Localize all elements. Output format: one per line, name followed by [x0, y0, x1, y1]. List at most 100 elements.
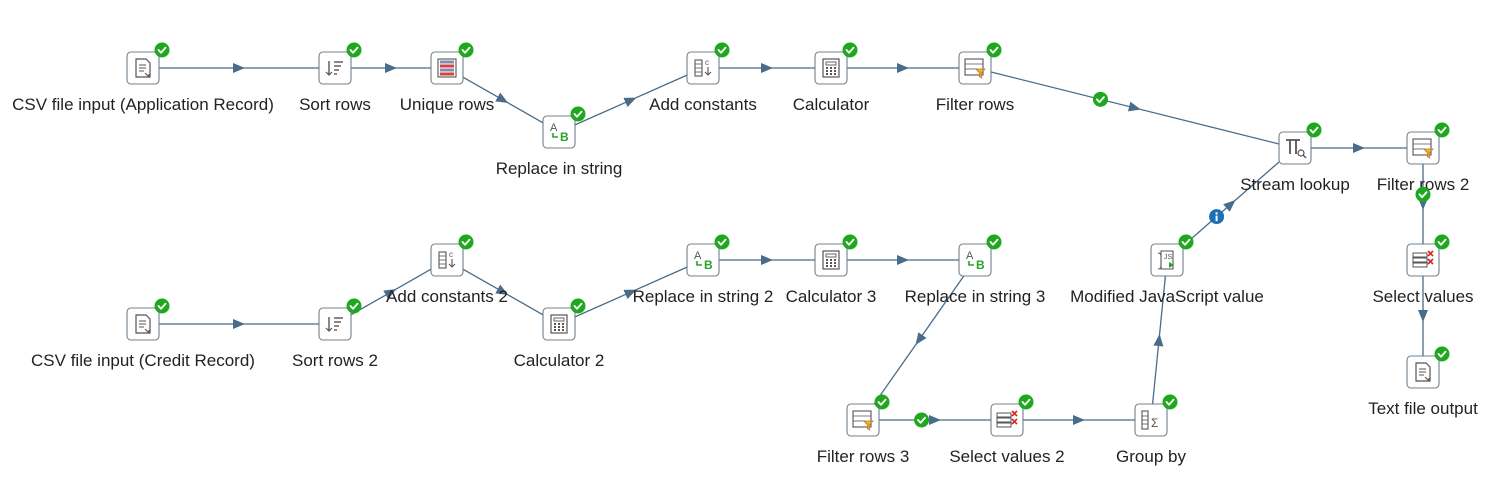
hop-sel1-to-txtout[interactable]	[1418, 276, 1428, 356]
step-success-icon	[154, 298, 170, 314]
step-sel1[interactable]: Select values	[1372, 234, 1474, 307]
hop-repl3-to-filt3[interactable]	[873, 275, 965, 405]
add-constants-icon: c	[438, 250, 456, 269]
hop-sel2-to-grp[interactable]	[1023, 415, 1135, 425]
step-uniq[interactable]: Unique rows	[400, 42, 495, 115]
filter-rows-icon	[1412, 138, 1434, 159]
step-filt3[interactable]: Filter rows 3	[817, 394, 910, 467]
sort-rows-icon	[325, 317, 343, 332]
step-success-icon	[714, 234, 730, 250]
replace-string-icon: AB	[550, 122, 569, 144]
hop-success-icon	[1092, 91, 1108, 107]
hop-success-icon	[1415, 186, 1431, 202]
hop-sort1-to-uniq[interactable]	[351, 63, 431, 73]
unique-rows-icon	[437, 58, 457, 78]
step-calc1[interactable]: Calculator	[793, 42, 870, 115]
select-values-icon	[996, 410, 1018, 428]
step-sel2[interactable]: Select values 2	[949, 394, 1065, 467]
replace-string-icon: AB	[694, 250, 713, 272]
step-label: Add constants	[649, 95, 757, 114]
csv-input-icon	[135, 314, 151, 334]
step-repl3[interactable]: AB Replace in string 3	[905, 234, 1046, 307]
select-values-icon	[1412, 250, 1434, 268]
csv-input-icon	[135, 58, 151, 78]
sort-rows-icon	[325, 61, 343, 76]
step-grp[interactable]: Σ Group by	[1116, 394, 1186, 467]
step-label: Calculator 2	[514, 351, 605, 370]
step-label: CSV file input (Credit Record)	[31, 351, 255, 370]
step-success-icon	[1434, 122, 1450, 138]
hop-badges-layer	[914, 91, 1431, 428]
add-constants-icon: c	[694, 58, 712, 77]
step-label: Select values 2	[949, 447, 1064, 466]
step-label: Unique rows	[400, 95, 495, 114]
hop-calc1-to-filt1[interactable]	[847, 63, 959, 73]
step-repl1[interactable]: AB Replace in string	[496, 106, 623, 179]
step-filt2[interactable]: Filter rows 2	[1377, 122, 1470, 195]
hop-filt3-to-sel2[interactable]	[879, 415, 991, 425]
step-success-icon	[570, 298, 586, 314]
hop-filt1-to-lookup[interactable]	[990, 71, 1280, 145]
hop-lookup-to-filt2[interactable]	[1311, 143, 1407, 153]
calculator-icon	[550, 314, 568, 334]
step-success-icon	[346, 42, 362, 58]
step-csv2[interactable]: CSV file input (Credit Record)	[31, 298, 255, 371]
steps-layer: CSV file input (Application Record) Sort …	[12, 42, 1478, 467]
step-success-icon	[458, 234, 474, 250]
step-label: Text file output	[1368, 399, 1478, 418]
step-success-icon	[874, 394, 890, 410]
step-label: Sort rows	[299, 95, 371, 114]
hop-csv1-to-sort1[interactable]	[159, 63, 319, 73]
step-label: Replace in string 3	[905, 287, 1046, 306]
step-filt1[interactable]: Filter rows	[936, 42, 1014, 115]
svg-text:c: c	[449, 250, 453, 259]
step-label: Group by	[1116, 447, 1186, 466]
hop-csv2-to-sort2[interactable]	[159, 319, 319, 329]
step-calc3[interactable]: Calculator 3	[786, 234, 877, 307]
hop-success-icon	[914, 412, 930, 428]
step-label: Stream lookup	[1240, 175, 1350, 194]
stream-lookup-icon	[1286, 139, 1307, 159]
step-sort2[interactable]: Sort rows 2	[292, 298, 378, 371]
hop-js-to-lookup[interactable]	[1182, 161, 1280, 247]
step-success-icon	[570, 106, 586, 122]
step-label: Modified JavaScript value	[1070, 287, 1264, 306]
hop-grp-to-js[interactable]	[1151, 275, 1167, 405]
step-lookup[interactable]: Stream lookup	[1240, 122, 1350, 195]
step-success-icon	[346, 298, 362, 314]
step-success-icon	[1018, 394, 1034, 410]
calculator-icon	[822, 250, 840, 270]
step-txtout[interactable]: Text file output	[1368, 346, 1478, 419]
step-calc2[interactable]: Calculator 2	[514, 298, 605, 371]
hop-addc2-to-calc2[interactable]	[462, 268, 544, 316]
calculator-icon	[822, 58, 840, 78]
hop-calc2-to-repl2[interactable]	[574, 266, 688, 318]
step-success-icon	[1306, 122, 1322, 138]
step-success-icon	[842, 234, 858, 250]
svg-text:B: B	[976, 258, 985, 272]
step-label: CSV file input (Application Record)	[12, 95, 274, 114]
hop-sort2-to-addc2[interactable]	[350, 268, 432, 316]
step-label: Replace in string	[496, 159, 623, 178]
svg-text:A: A	[694, 250, 702, 262]
hop-repl1-to-addc1[interactable]	[574, 74, 688, 126]
step-sort1[interactable]: Sort rows	[299, 42, 371, 115]
hop-addc1-to-calc1[interactable]	[719, 63, 815, 73]
step-csv1[interactable]: CSV file input (Application Record)	[12, 42, 274, 115]
step-label: Sort rows 2	[292, 351, 378, 370]
hop-uniq-to-repl1[interactable]	[462, 76, 544, 124]
hop-repl2-to-calc3[interactable]	[719, 255, 815, 265]
svg-text:B: B	[560, 130, 569, 144]
hop-calc3-to-repl3[interactable]	[847, 255, 959, 265]
svg-text:A: A	[550, 122, 558, 134]
replace-string-icon: AB	[966, 250, 985, 272]
step-label: Filter rows 3	[817, 447, 910, 466]
step-success-icon	[714, 42, 730, 58]
step-success-icon	[1434, 346, 1450, 362]
svg-text:Σ: Σ	[1151, 416, 1158, 430]
